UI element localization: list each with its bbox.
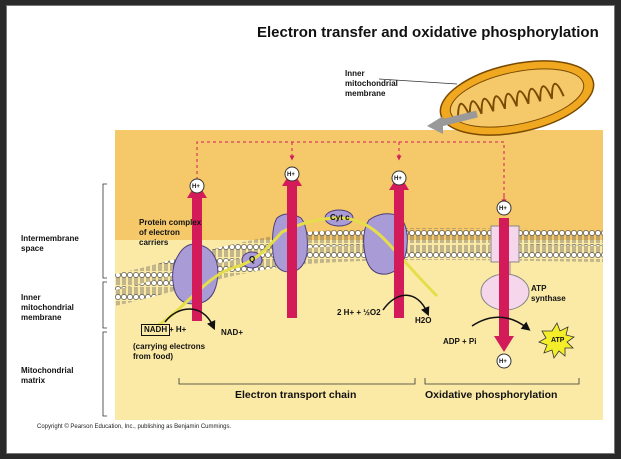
h-plus-label: H+	[499, 357, 507, 367]
oxygen-reactants-label: 2 H+ + ½O2	[337, 308, 381, 318]
copyright-text: Copyright © Pearson Education, Inc., pub…	[37, 424, 231, 430]
mitochondrial-matrix-label: Mitochondrial matrix	[21, 366, 73, 386]
inner-membrane-callout: Inner mitochondrial membrane	[345, 69, 398, 99]
oxphos-label: Oxidative phosphorylation	[425, 389, 557, 401]
plus-h-label: + H+	[169, 325, 186, 335]
q-label: Q	[249, 255, 255, 265]
diagram-canvas	[7, 6, 616, 455]
etc-label: Electron transport chain	[235, 389, 356, 401]
h-plus-label: H+	[499, 204, 507, 214]
nadh-label: NADH	[141, 324, 170, 336]
atp-synthase-label: ATP synthase	[531, 284, 566, 304]
h-plus-label: H+	[394, 174, 402, 184]
protein-complex-label: Protein complex of electron carriers	[139, 218, 201, 248]
h-plus-label: H+	[287, 170, 295, 180]
inner-mitochondrial-membrane-label: Inner mitochondrial membrane	[21, 293, 74, 323]
adp-pi-label: ADP + Pi	[443, 337, 476, 347]
water-label: H2O	[415, 316, 431, 326]
carrying-electrons-label: (carrying electrons from food)	[133, 342, 205, 362]
nad-plus-label: NAD+	[221, 328, 243, 338]
intermembrane-space-label: Intermembrane space	[21, 234, 79, 254]
cyt-c-label: Cyt c	[330, 213, 350, 223]
h-plus-label: H+	[192, 182, 200, 192]
slide: Electron transfer and oxidative phosphor…	[6, 5, 615, 454]
atp-label: ATP	[551, 336, 564, 346]
